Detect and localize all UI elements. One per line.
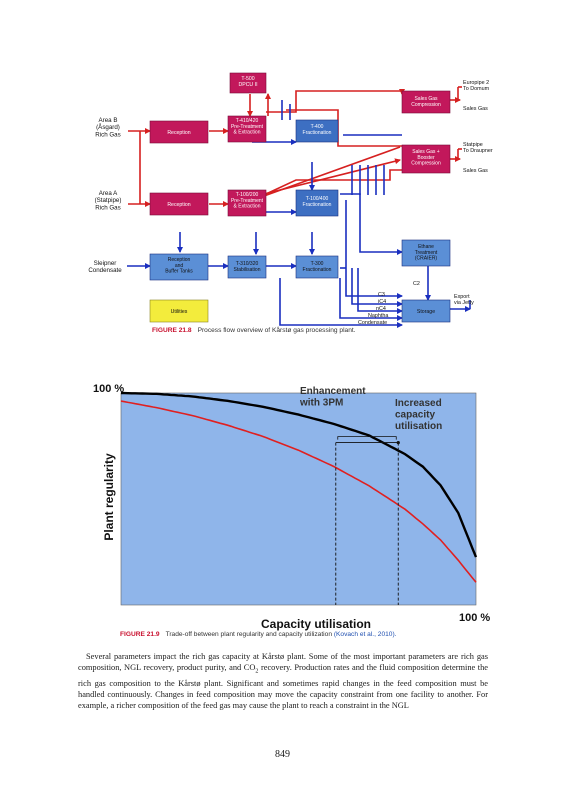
sales-gas-line-bottom [265,169,402,195]
figure-21-9-caption: FIGURE 21.9 Trade-off between plant regul… [120,631,397,638]
y-top-label: 100 % [93,383,124,395]
product-labels: C3 iC4 nC4 Naphtha Condensate [358,292,388,326]
body-text-part-1: Several parameters impact the rich gas c… [78,652,488,672]
block-storage: Storage [401,299,451,323]
series-baseline-line [120,400,477,583]
page-number: 849 [275,749,290,760]
series-enhanced-line [120,391,478,558]
y-axis-label: Plant regularity [102,453,116,541]
x-end-label: 100 % [459,612,490,624]
x-axis-label: Capacity utilisation [261,617,371,631]
svg-text:Utilities: Utilities [171,309,188,315]
product-ic4: iC4 [378,299,386,305]
source-area-a: Area A(Statpipe)Rich Gas [95,190,122,211]
product-naphtha: Naphtha [368,313,388,319]
body-paragraph: Several parameters impact the rich gas c… [78,651,488,711]
svg-text:Reception: Reception [167,130,190,136]
svg-text:Storage: Storage [417,309,435,315]
product-condensate: Condensate [358,320,387,326]
caption-label-2: FIGURE 21.9 [120,631,160,638]
block-reception-a: Reception [149,192,209,216]
enhancement-bracket [337,436,397,440]
caption-text-2: Trade-off between plant regularity and c… [165,631,332,638]
output-sales-gas-2: Sales Gas [463,168,488,174]
output-c2: C2 [413,281,420,287]
caption-reference: (Kovach et al., 2010). [333,631,397,638]
flow-lines [127,86,471,328]
co2-subscript: 2 [255,668,259,675]
plot-area [120,392,477,606]
product-nc4: nC4 [376,306,386,312]
caption-text: Process flow overview of Kårstø gas proc… [197,327,356,334]
output-sales-gas-1: Sales Gas [463,106,488,112]
figure-21-8-caption: FIGURE 21.8 Process flow overview of Kårs… [152,327,356,334]
svg-text:Reception: Reception [167,202,190,208]
product-c3: C3 [378,292,385,298]
block-reception-b: Reception [149,120,209,144]
operating-point-marker [396,441,400,445]
chart-marks [120,391,478,605]
caption-label: FIGURE 21.8 [152,327,192,334]
source-area-b: Area B(Åsgard)Rich Gas [95,117,120,138]
body-text-part-2: recovery. Production rates and the fluid… [78,663,489,710]
block-utilities: Utilities [149,299,209,323]
